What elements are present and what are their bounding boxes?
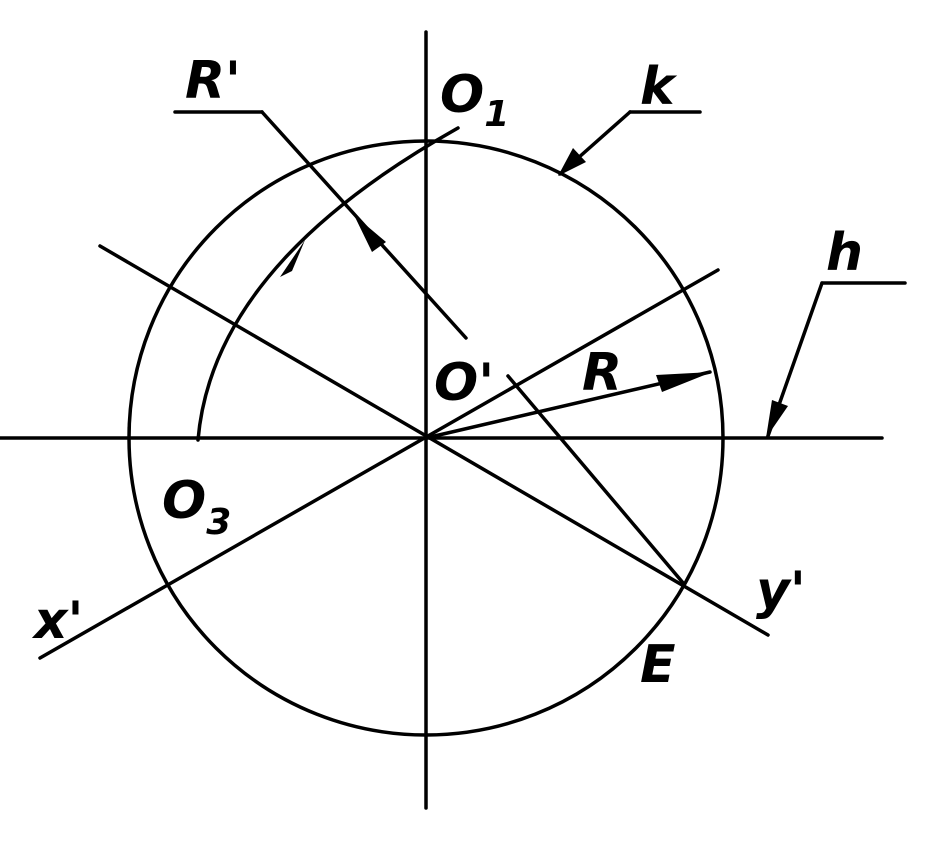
label-e: E	[640, 635, 676, 695]
label-o3-main: O	[162, 471, 206, 531]
label-o1: O1	[440, 65, 509, 135]
radius-r-arrowhead	[656, 372, 712, 392]
h-arrowhead	[766, 400, 788, 438]
label-h: h	[826, 223, 863, 283]
label-o3-sub: 3	[206, 502, 231, 543]
line-o-prime-e	[506, 374, 686, 586]
axis-x-prime	[38, 268, 720, 660]
axis-y-prime	[98, 244, 770, 637]
label-y-prime: y'	[756, 561, 806, 621]
label-o-prime: O'	[434, 353, 494, 413]
label-r-prime: R'	[185, 51, 241, 111]
label-r: R	[582, 343, 622, 403]
label-k: k	[640, 57, 678, 117]
label-o1-sub: 1	[484, 94, 509, 135]
arc-arrowhead	[280, 240, 305, 277]
arc-o1-o3	[196, 126, 460, 442]
label-o3: O3	[162, 471, 231, 543]
k-arrowhead	[558, 148, 586, 176]
label-o1-main: O	[440, 65, 484, 125]
label-x-prime: x'	[31, 591, 83, 651]
r-prime-arrowhead	[354, 215, 386, 252]
